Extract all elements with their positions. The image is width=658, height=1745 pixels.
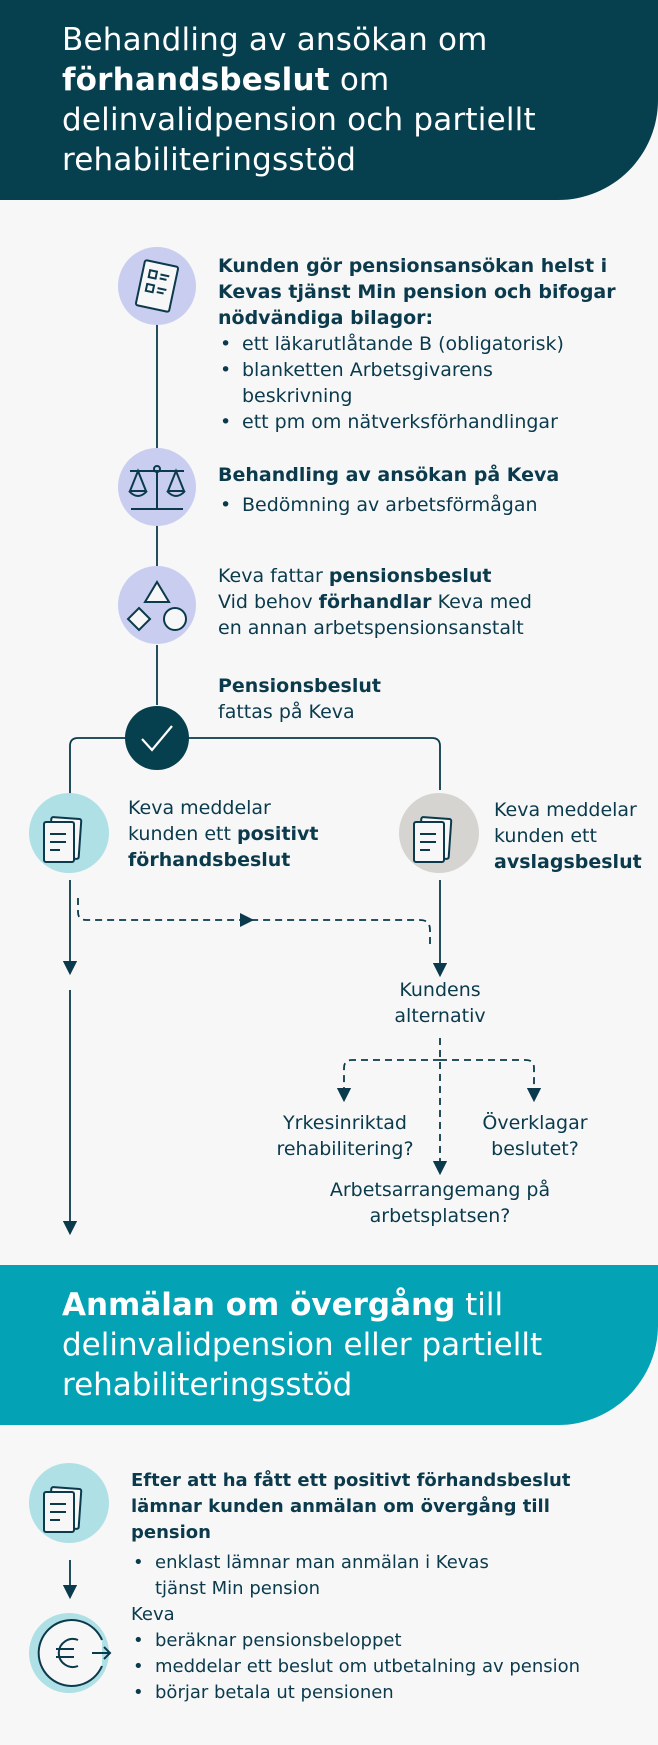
alternatives-heading: Kundens alternativ [394, 979, 486, 1027]
dashed-arrow-left [336, 1059, 440, 1103]
step5-text: Efter att ha fått ett positivt förhandsb… [131, 1468, 631, 1602]
alternative-rehab: Yrkesinriktad rehabilitering? [276, 1112, 414, 1160]
list-item: meddelar ett beslut om utbetalning av pe… [131, 1654, 631, 1680]
documents-icon [29, 793, 109, 873]
title-text-2: om delinvalidpension och partiellt rehab… [62, 62, 536, 178]
documents-icon [29, 1463, 109, 1543]
list-item: beräknar pensionsbeloppet [131, 1628, 631, 1654]
list-item: blanketten Arbetsgivarens beskrivning [218, 357, 512, 409]
dashed-connector [77, 898, 431, 945]
dashed-arrow-right [440, 1059, 542, 1103]
dashed-arrowhead [240, 913, 254, 927]
title-bold: förhandsbeslut [62, 62, 330, 98]
step1-text: Kunden gör pensionsansökan helst i Kevas… [218, 253, 618, 435]
step6-heading: Keva [131, 1604, 175, 1625]
negative-bold: avslagsbeslut [494, 851, 642, 873]
section2-title-bold: Anmälan om övergång [62, 1287, 456, 1323]
branch-left-line [69, 737, 126, 795]
step3-text: Keva fattar pensionsbeslut Vid behov för… [218, 563, 548, 641]
step4-heading: Pensionsbeslut [218, 675, 381, 697]
page-title: Behandling av ansökan om förhandsbeslut … [62, 20, 622, 180]
step4-subtext: fattas på Keva [218, 701, 355, 723]
step3-bold-1: pensionsbeslut [328, 565, 492, 587]
negative-text: Keva meddelar kunden ett [494, 799, 637, 847]
section2-title: Anmälan om övergång till delinvalidpensi… [62, 1285, 642, 1405]
step6-text: Keva beräknar pensionsbeloppet meddelar … [131, 1602, 631, 1706]
step1-heading: Kunden gör pensionsansökan helst i Kevas… [218, 255, 616, 329]
scales-icon [118, 448, 196, 526]
documents-icon [399, 793, 479, 873]
negative-decision-text: Keva meddelar kunden ett avslagsbeslut [494, 797, 644, 875]
positive-text: Keva meddelar kunden ett [128, 797, 271, 845]
title-text: Behandling av ansökan om [62, 22, 488, 58]
step3-text-2: Vid behov [218, 591, 319, 613]
branch-right-line [188, 737, 441, 790]
step5-heading: Efter att ha fått ett positivt förhandsb… [131, 1470, 571, 1543]
shapes-icon [118, 566, 196, 644]
step2-list: Bedömning av arbetsförmågan [218, 492, 618, 518]
list-item: ett pm om nätverksförhandlingar [218, 409, 618, 435]
list-item: ett läkarutlåtande B (obligatorisk) [218, 331, 618, 357]
step2-text: Behandling av ansökan på Keva Bedömning … [218, 462, 618, 518]
step6-list: beräknar pensionsbeloppet meddelar ett b… [131, 1628, 631, 1706]
checkmark-icon [125, 706, 189, 770]
step2-heading: Behandling av ansökan på Keva [218, 464, 560, 486]
section2-title-text: till delinvalidpension eller partiellt r… [62, 1287, 543, 1403]
euro-icon [29, 1613, 112, 1693]
document-list-icon [118, 247, 196, 325]
positive-bold: positivt förhandsbeslut [128, 823, 319, 871]
alternative-workplace: Arbetsarrangemang på arbetsplatsen? [329, 1179, 551, 1227]
step4-text: Pensionsbeslut fattas på Keva [218, 673, 518, 725]
step3-text-1: Keva fattar [218, 565, 329, 587]
positive-decision-text: Keva meddelar kunden ett positivt förhan… [128, 795, 328, 873]
step5-list: enklast lämnar man anmälan i Kevas tjäns… [131, 1550, 511, 1602]
list-item: börjar betala ut pensionen [131, 1680, 631, 1706]
step3-text-3: Keva med en annan arbetspensionsanstalt [218, 591, 532, 639]
section2-banner: Anmälan om övergång till delinvalidpensi… [0, 1265, 658, 1425]
step1-list: ett läkarutlåtande B (obligatorisk) blan… [218, 331, 618, 435]
list-item: Bedömning av arbetsförmågan [218, 492, 618, 518]
list-item: enklast lämnar man anmälan i Kevas tjäns… [131, 1550, 511, 1602]
header-banner: Behandling av ansökan om förhandsbeslut … [0, 0, 658, 200]
alternative-appeal: Överklagar beslutet? [482, 1112, 588, 1160]
step3-bold-2: förhandlar [318, 591, 432, 613]
